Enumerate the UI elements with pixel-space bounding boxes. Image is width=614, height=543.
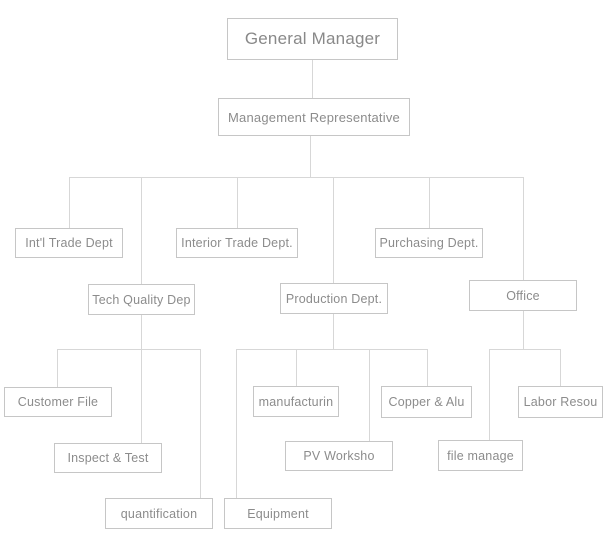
connector-drop-purchasing <box>429 177 430 228</box>
connector-drop-tech-quality <box>141 177 142 284</box>
connector-drop-file-manage <box>489 349 490 440</box>
node-interior-trade-dept: Interior Trade Dept. <box>176 228 298 258</box>
node-pv-worksho: PV Worksho <box>285 441 393 471</box>
connector-drop-manufacturin <box>296 349 297 386</box>
connector-production-down <box>333 314 334 349</box>
connector-tech-quality-down <box>141 315 142 349</box>
connector-drop-inspect-test <box>141 349 142 443</box>
connector-drop-quantification <box>200 349 201 498</box>
connector-drop-copper-alu <box>427 349 428 386</box>
connector-drop-interior-trade <box>237 177 238 228</box>
connector-production-bus <box>236 349 428 350</box>
connector-office-bus <box>489 349 561 350</box>
node-general-manager: General Manager <box>227 18 398 60</box>
node-tech-quality-dep: Tech Quality Dep <box>88 284 195 315</box>
node-copper-alu: Copper & Alu <box>381 386 472 418</box>
connector-drop-office <box>523 177 524 280</box>
connector-drop-customer-file <box>57 349 58 387</box>
connector-gm-to-mr <box>312 60 313 98</box>
node-labor-resou: Labor Resou <box>518 386 603 418</box>
node-intl-trade-dept: Int'l Trade Dept <box>15 228 123 258</box>
node-manufacturin: manufacturin <box>253 386 339 417</box>
connector-main-bus <box>69 177 524 178</box>
node-equipment: Equipment <box>224 498 332 529</box>
node-file-manage: file manage <box>438 440 523 471</box>
node-purchasing-dept: Purchasing Dept. <box>375 228 483 258</box>
connector-office-down <box>523 311 524 349</box>
connector-drop-labor-resou <box>560 349 561 386</box>
node-inspect-test: Inspect & Test <box>54 443 162 473</box>
node-production-dept: Production Dept. <box>280 283 388 314</box>
node-office: Office <box>469 280 577 311</box>
connector-drop-production <box>333 177 334 283</box>
connector-drop-pv-worksho <box>369 349 370 441</box>
connector-mr-to-bus <box>310 136 311 177</box>
connector-drop-intl-trade <box>69 177 70 228</box>
node-quantification: quantification <box>105 498 213 529</box>
node-customer-file: Customer File <box>4 387 112 417</box>
connector-tech-quality-bus <box>57 349 201 350</box>
node-management-representative: Management Representative <box>218 98 410 136</box>
connector-drop-equipment <box>236 349 237 498</box>
